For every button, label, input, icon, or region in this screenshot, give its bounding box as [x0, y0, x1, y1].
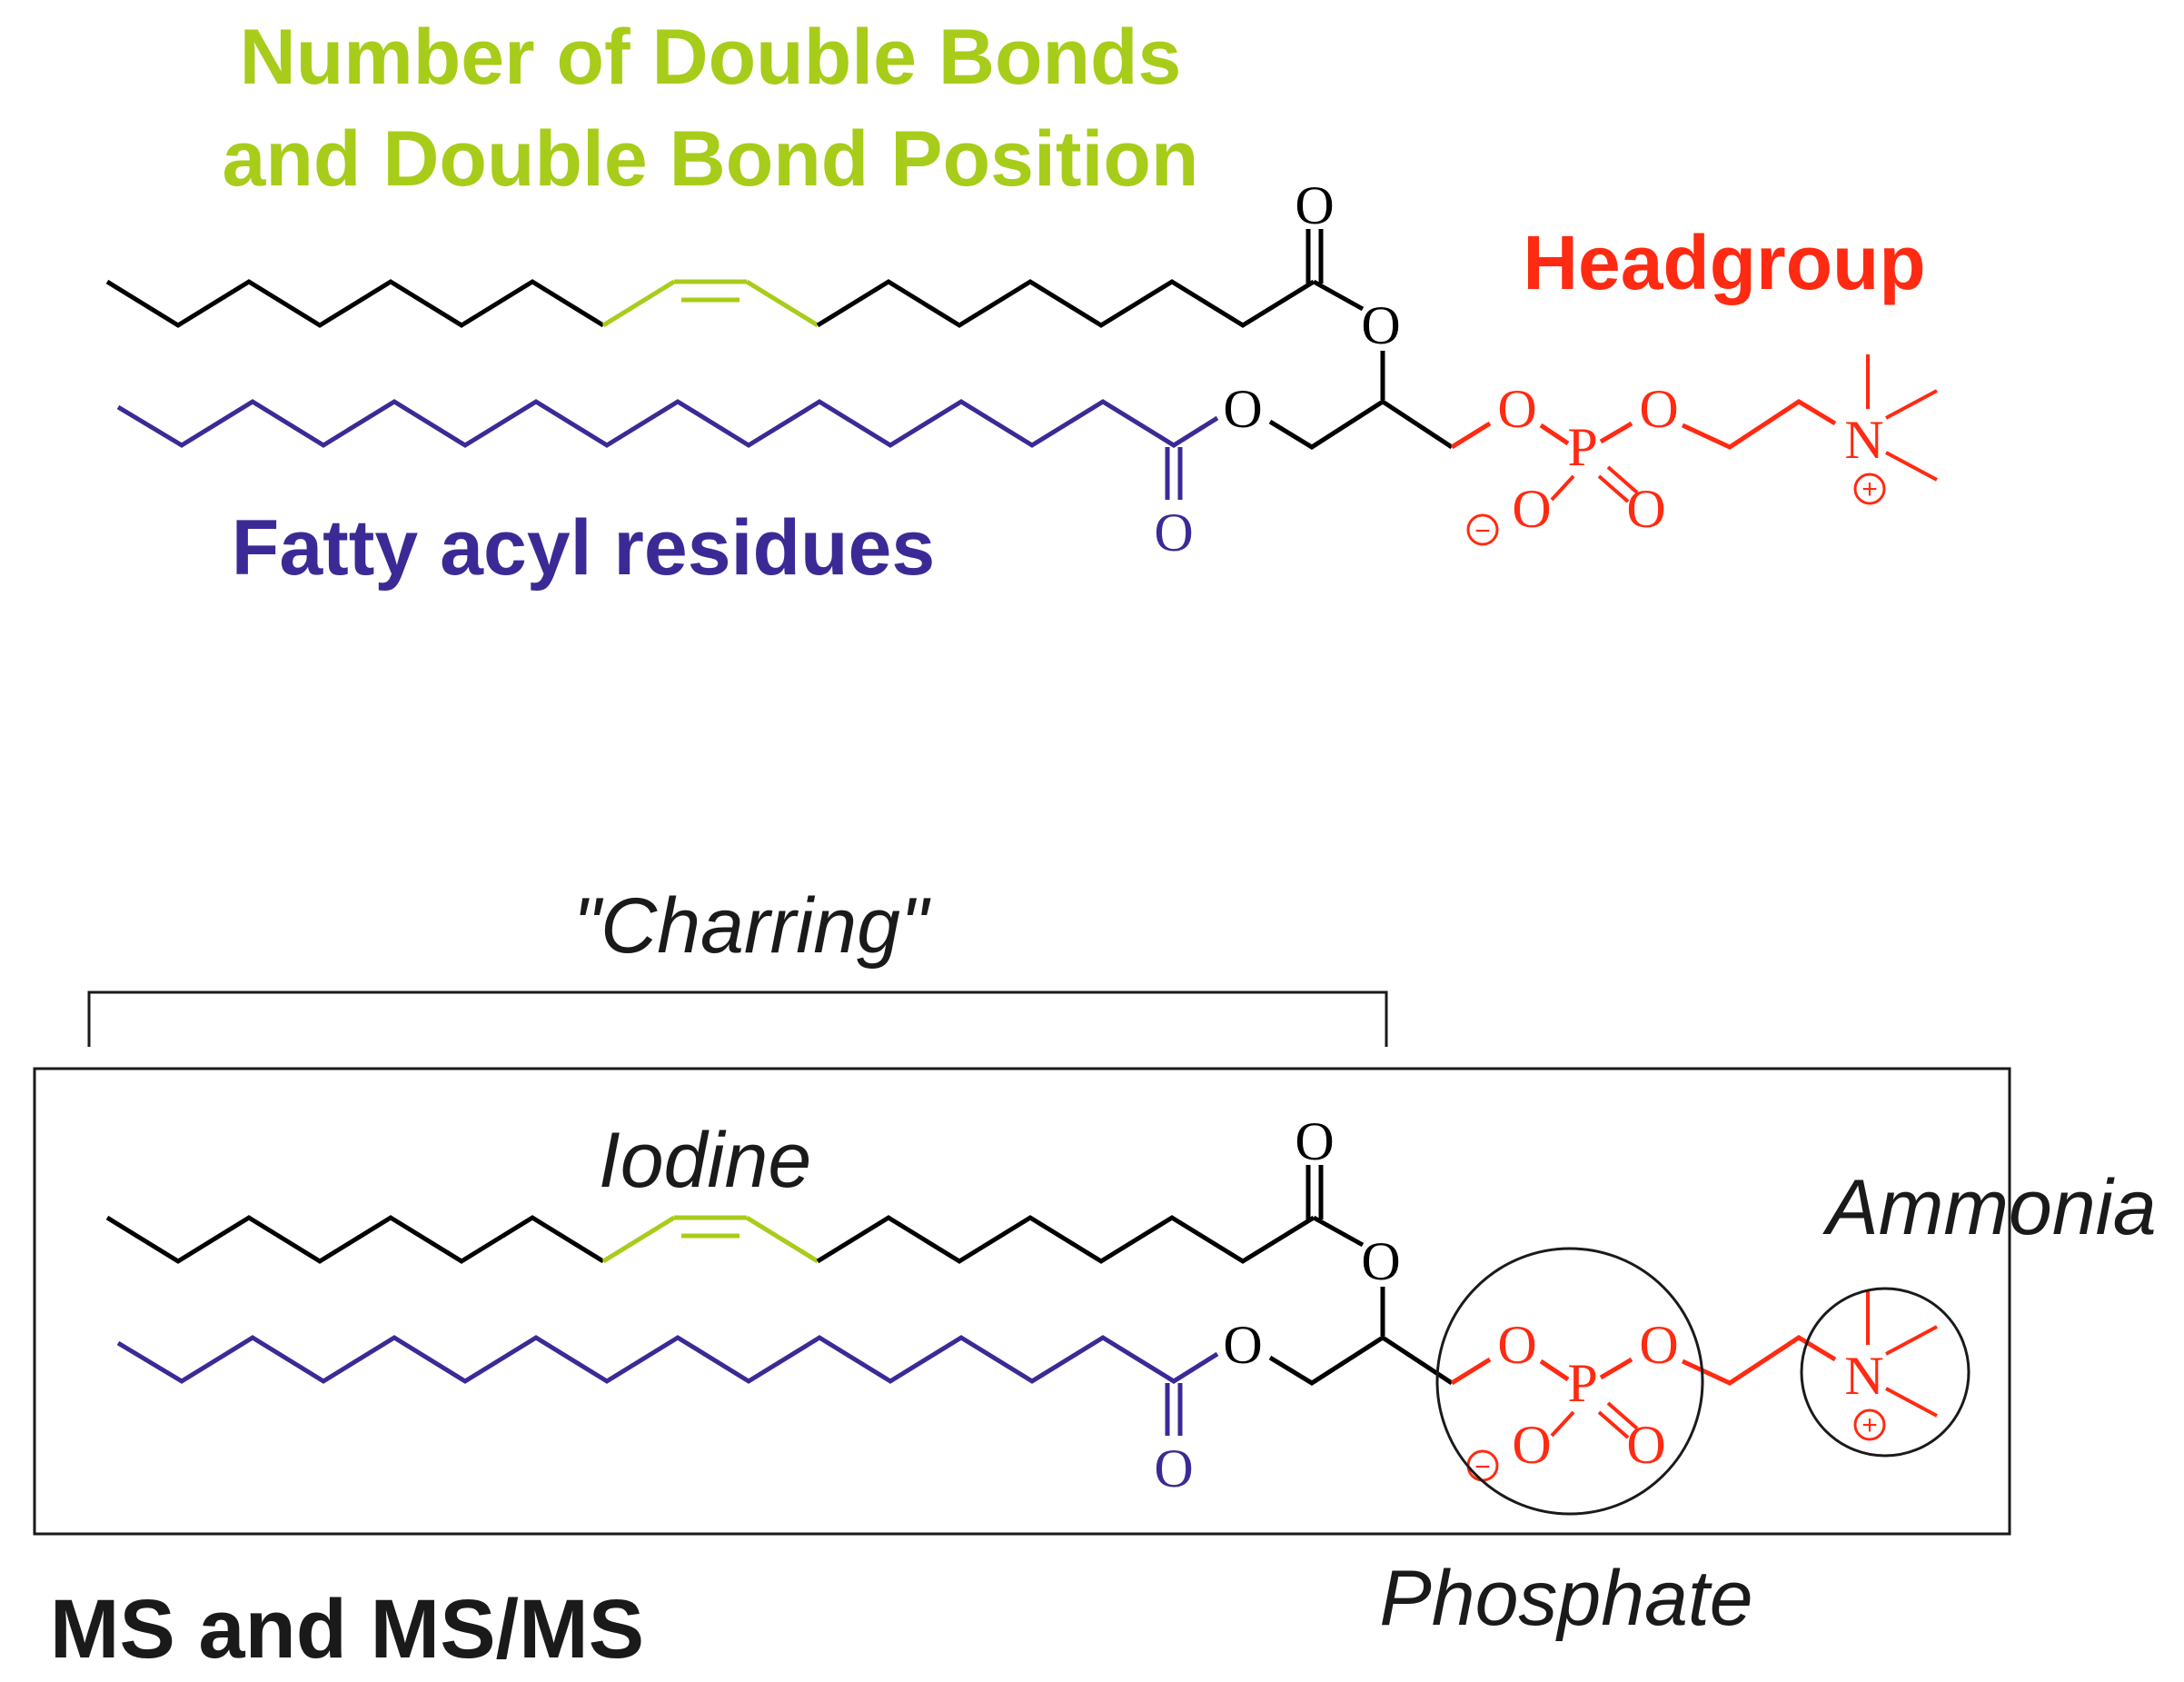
top-p-double-o-2: [1606, 465, 1639, 494]
bottom-top-carbonyl-oxygen: O: [1295, 1111, 1334, 1171]
bottom-plus-charge: +: [1861, 1410, 1878, 1440]
bottom-plus-charge-circle: [1853, 1408, 1886, 1441]
bottom-lower-ester-oxygen: O: [1223, 1315, 1262, 1375]
bottom-nitrogen: N: [1844, 1346, 1883, 1406]
bottom-glycerol-backbone: [1268, 1335, 1454, 1386]
bottom-p-double-o-2: [1606, 1401, 1639, 1430]
top-oleoyl-chain-right: [816, 279, 1315, 328]
double-bonds-label-line-2: and Double Bond Position: [223, 115, 1199, 203]
headgroup-label: Headgroup: [1523, 220, 1925, 305]
top-phosphate-oxygen-2: O: [1639, 379, 1678, 439]
top-methyl-3: [1885, 451, 1938, 482]
top-head-bond-2: [1539, 423, 1570, 446]
bottom-minus-charge: −: [1474, 1452, 1491, 1482]
bottom-top-ester-oxygen: O: [1361, 1231, 1400, 1291]
phosphate-circle: [1435, 1247, 1704, 1516]
bottom-palmitoyl-chain: [116, 1335, 1219, 1384]
bottom-phosphate-oxygen-1: O: [1497, 1315, 1536, 1375]
top-minus-charge-circle: [1466, 513, 1499, 546]
top-phosphate-oxygen-1: O: [1497, 379, 1536, 439]
bottom-head-bond-1: [1450, 1357, 1492, 1386]
top-nitrogen: N: [1844, 410, 1883, 470]
bottom-p-o-minus-bond: [1550, 1410, 1575, 1438]
top-head-bond-3: [1599, 421, 1633, 444]
top-p-o-minus-bond: [1550, 474, 1575, 502]
bottom-ethyl-chain: [1681, 1335, 1837, 1386]
top-plus-charge: +: [1861, 474, 1878, 504]
bottom-head-bond-3: [1599, 1357, 1633, 1380]
top-phosphorus: P: [1567, 417, 1597, 477]
bottom-methyl-3: [1885, 1387, 1938, 1418]
bottom-head-bond-2: [1539, 1359, 1570, 1382]
top-top-carbonyl-oxygen: O: [1295, 175, 1334, 235]
bottom-phosphorus: P: [1567, 1353, 1597, 1413]
bottom-methyl-2: [1885, 1325, 1938, 1356]
bottom-bottom-carbonyl-oxygen: O: [1154, 1438, 1193, 1498]
top-glycerol-backbone: [1268, 399, 1454, 450]
bottom-phosphate-oxygen-2: O: [1639, 1315, 1678, 1375]
top-double-bond-single-b: [745, 279, 819, 328]
top-lower-ester-oxygen: O: [1223, 379, 1262, 439]
ms-label: MS and MS/MS: [50, 1583, 644, 1676]
bottom-oleoyl-chain-left: [105, 1215, 605, 1264]
bottom-top-ester-bond: [1312, 1215, 1365, 1248]
top-phosphate-oxygen-4: O: [1512, 479, 1551, 539]
top-palmitoyl-chain: [116, 399, 1219, 448]
top-double-bond-single-a: [601, 279, 676, 328]
bottom-oleoyl-chain-right: [816, 1215, 1315, 1264]
top-minus-charge: −: [1474, 516, 1491, 546]
top-plus-charge-circle: [1853, 473, 1886, 505]
top-bottom-carbonyl-oxygen: O: [1154, 503, 1193, 562]
ms-box: [33, 1067, 2011, 1536]
ammonia-label: Ammonia: [1822, 1164, 2156, 1251]
top-p-double-o-1: [1597, 474, 1630, 503]
top-top-ester-bond: [1312, 279, 1365, 312]
top-phosphate-oxygen-3: O: [1626, 479, 1665, 539]
top-methyl-2: [1885, 389, 1938, 420]
phosphate-label: Phosphate: [1379, 1555, 1752, 1642]
charring-label: "Charring": [573, 882, 931, 970]
top-oleoyl-chain-left: [105, 279, 605, 328]
top-head-bond-1: [1450, 421, 1492, 450]
bottom-double-bond-single-a: [601, 1215, 676, 1264]
double-bonds-label-line-1: Number of Double Bonds: [240, 14, 1182, 101]
top-top-ester-oxygen: O: [1361, 295, 1400, 355]
bottom-phosphate-oxygen-3: O: [1626, 1415, 1665, 1475]
bottom-phosphate-oxygen-4: O: [1512, 1415, 1551, 1475]
fatty-acyl-label: Fatty acyl residues: [232, 504, 935, 592]
charring-bracket: [87, 990, 1388, 1047]
iodine-label: Iodine: [599, 1117, 811, 1204]
bottom-double-bond-single-b: [745, 1215, 819, 1264]
bottom-p-double-o-1: [1597, 1410, 1630, 1439]
top-ethyl-chain: [1681, 399, 1837, 450]
ammonia-circle: [1800, 1287, 1971, 1458]
